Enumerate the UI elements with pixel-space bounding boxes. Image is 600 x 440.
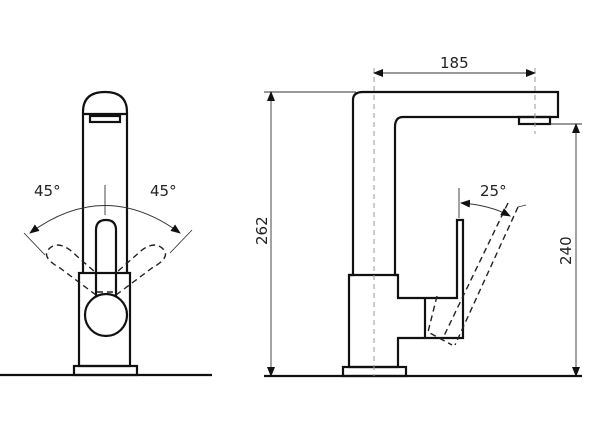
spout-height-label: 240 [557,236,575,265]
column-front [81,90,129,273]
lever-angle-extension [517,204,527,208]
faucet-body-side [347,90,560,369]
reach-label: 185 [440,54,469,72]
angle-arc-front [29,205,181,234]
lever-hub-front [83,292,129,338]
extension-right [169,229,193,254]
angle-right-label: 45° [150,182,177,200]
height-label: 262 [253,216,271,245]
lever-right-position [115,244,167,296]
lever-angle-label: 25° [480,182,507,200]
front-view: 45° 45° [0,90,212,377]
aerator-front [88,114,122,124]
lever-angle-arc [460,199,511,217]
lever-left-position [45,244,97,296]
lever-tilted-base [427,295,453,346]
angle-left-label: 45° [34,182,61,200]
base-plate-front [72,364,139,377]
side-view: 185 262 240 25° [253,54,582,378]
lever-front [94,218,118,296]
extension-left [23,232,46,256]
lever-tilted-position [441,202,519,346]
body-front [77,271,132,368]
